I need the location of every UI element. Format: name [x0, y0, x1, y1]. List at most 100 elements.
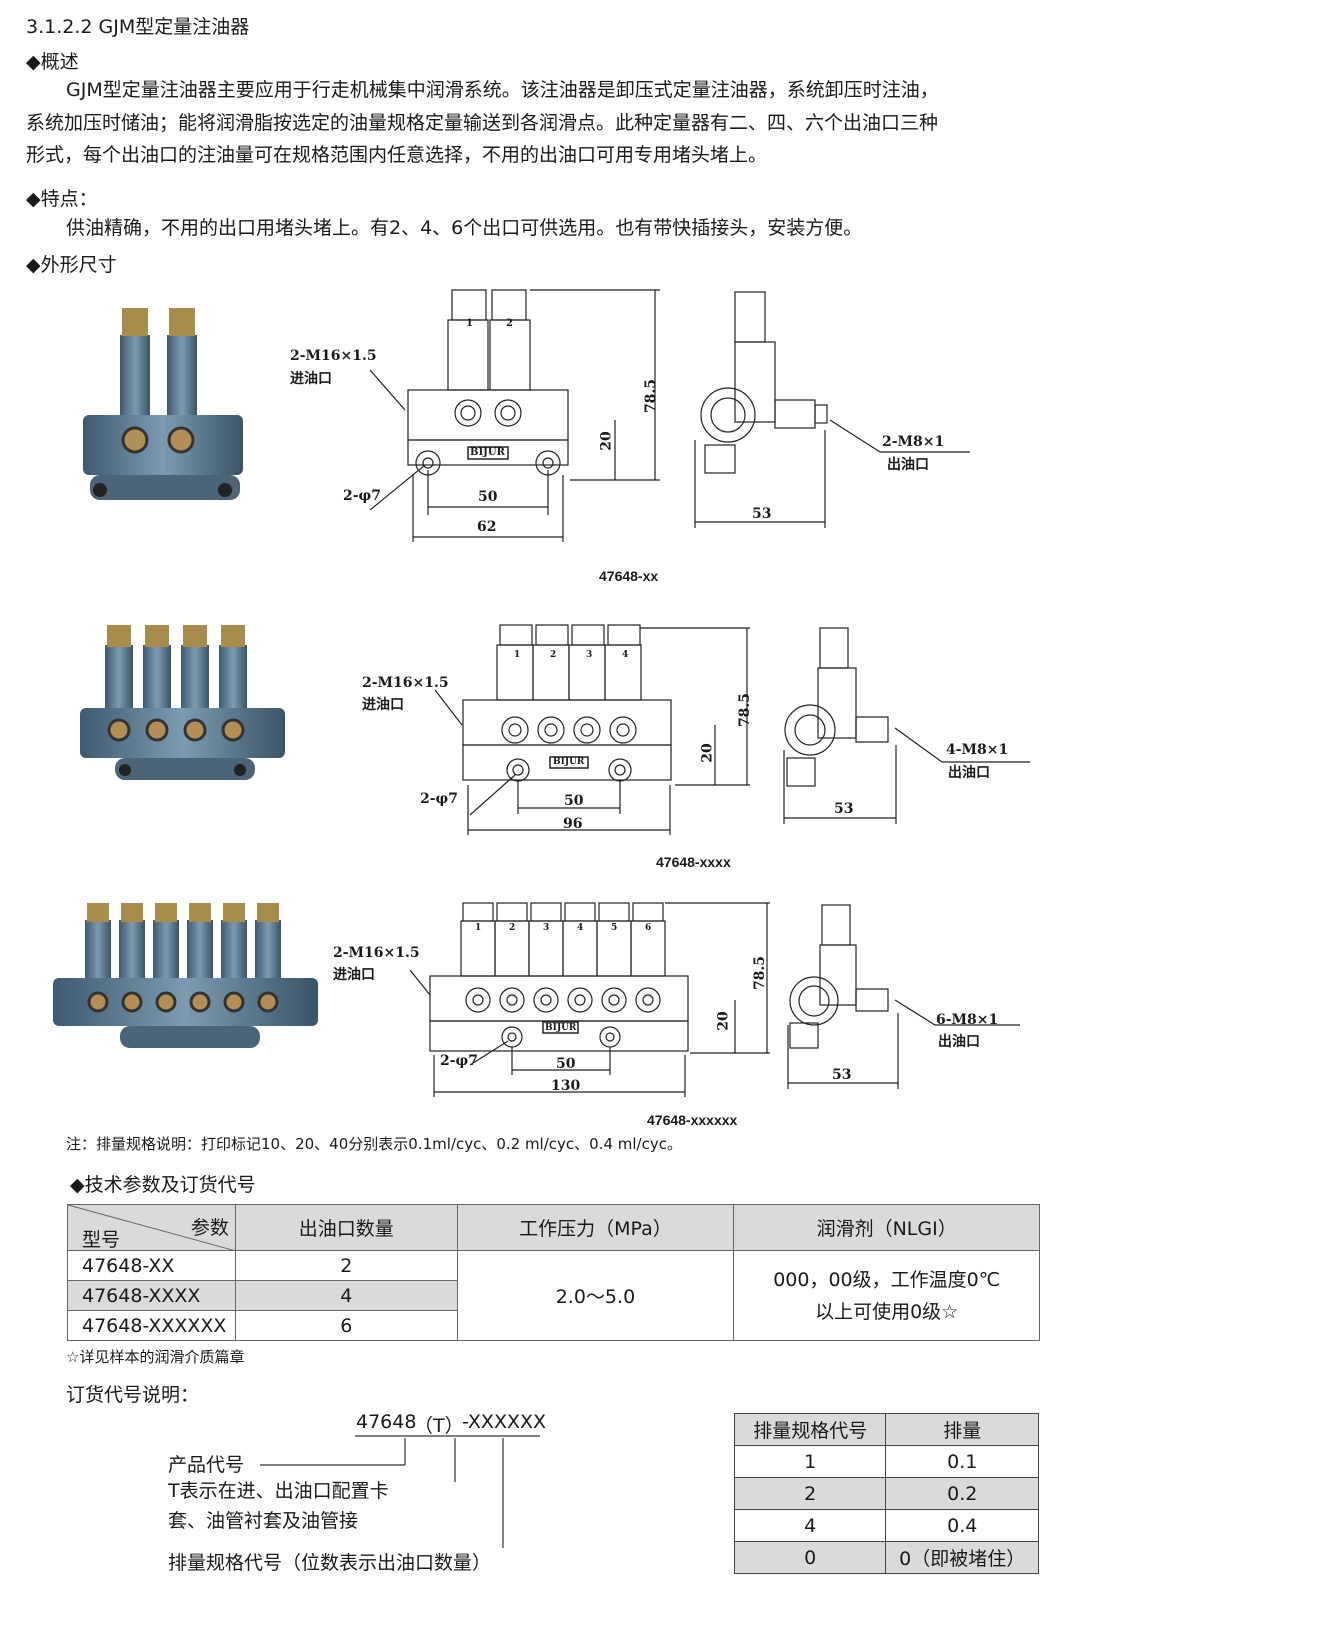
- order-label-code: 排量规格代号（位数表示出油口数量）: [168, 1552, 492, 1574]
- fig3-hole: 2-φ7: [440, 1053, 478, 1069]
- fig3-port-4: 4: [577, 923, 584, 933]
- fig1-d20: 20: [598, 431, 615, 451]
- fig1-d50: 50: [478, 489, 498, 505]
- features-heading: ◆特点：: [26, 188, 98, 210]
- fig2-port-2: 2: [550, 650, 557, 660]
- drawing-6-outlet: [409, 902, 1020, 1097]
- fig2-d20: 20: [699, 743, 716, 763]
- disp-value: 0.1: [885, 1445, 1039, 1478]
- fig1-brand: BIJUR: [470, 447, 505, 458]
- tech-footnote: ☆详见样本的润滑介质篇章: [66, 1348, 245, 1366]
- fig3-port-1: 1: [475, 923, 482, 933]
- order-code-leaders: [260, 1435, 540, 1548]
- disp-header-code: 排量规格代号: [733, 1413, 887, 1446]
- fig1-inlet: 2-M16×1.5: [290, 348, 377, 364]
- disp-value: 0.4: [885, 1509, 1039, 1542]
- fig2-model: 47648-xxxx: [656, 854, 731, 870]
- overview-line-3: 形式，每个出油口的注油量可在规格范围内任意选择，不用的出油口可用专用堵头堵上。: [26, 144, 768, 166]
- fig2-side: 53: [834, 801, 854, 817]
- displacement-note: 注：排量规格说明：打印标记10、20、40分别表示0.1ml/cyc、0.2 m…: [66, 1135, 682, 1153]
- order-label-t-2: 套、油管衬套及油管接: [168, 1510, 359, 1532]
- fig1-port-1: 1: [466, 318, 473, 329]
- fig2-inlet: 2-M16×1.5: [362, 675, 449, 691]
- fig3-d50: 50: [556, 1056, 576, 1072]
- fig2-outlet-label: 出油口: [948, 765, 990, 781]
- fig3-port-3: 3: [543, 923, 550, 933]
- order-code-a: 47648: [356, 1411, 417, 1433]
- col-outlets: 出油口数量: [234, 1204, 458, 1251]
- order-code-b: （T）: [414, 1415, 464, 1437]
- product-photo-2-outlet: [83, 308, 243, 500]
- fig3-inlet: 2-M16×1.5: [333, 945, 420, 961]
- spec-table: 参数 型号 出油口数量 工作压力（MPa） 润滑剂（NLGI） 47648-XX…: [67, 1204, 1040, 1341]
- fig2-port-3: 3: [586, 650, 593, 660]
- disp-code: 0: [733, 1541, 887, 1574]
- dimensions-heading: ◆外形尺寸: [26, 254, 117, 276]
- fig3-width: 130: [551, 1078, 581, 1094]
- row-outlets: 4: [234, 1280, 458, 1311]
- order-label-t-1: T表示在进、出油口配置卡: [168, 1480, 389, 1502]
- fig1-hole: 2-φ7: [343, 488, 381, 504]
- pressure-value: 2.0～5.0: [456, 1250, 735, 1341]
- fig1-outlet-label: 出油口: [887, 457, 929, 473]
- overview-heading: ◆概述: [26, 51, 79, 73]
- disp-code: 4: [733, 1509, 887, 1542]
- fig2-hole: 2-φ7: [420, 791, 458, 807]
- fig3-inlet-label: 进油口: [333, 967, 375, 983]
- fig1-height: 78.5: [643, 378, 660, 414]
- fig3-brand: BIJUR: [545, 1023, 577, 1033]
- row-model: 47648-XX: [67, 1250, 236, 1281]
- fig3-port-6: 6: [645, 923, 652, 933]
- fig3-port-2: 2: [509, 923, 516, 933]
- fig1-inlet-label: 进油口: [290, 371, 332, 387]
- lube-line-2: 以上可使用0级☆: [815, 1300, 959, 1323]
- fig1-port-2: 2: [506, 318, 513, 329]
- fig2-port-1: 1: [514, 650, 521, 660]
- product-photo-6-outlet: [53, 903, 318, 1048]
- tech-heading: ◆技术参数及订货代号: [70, 1174, 256, 1196]
- row-outlets: 6: [234, 1310, 458, 1341]
- fig1-model: 47648-xx: [599, 568, 659, 584]
- drawing-4-outlet: [434, 624, 1030, 835]
- header-corner-cell: 参数 型号: [67, 1204, 236, 1251]
- fig2-inlet-label: 进油口: [362, 697, 404, 713]
- fig3-outlet: 6-M8×1: [936, 1012, 999, 1028]
- fig3-outlet-label: 出油口: [938, 1034, 980, 1050]
- disp-value: 0（即被堵住）: [885, 1541, 1039, 1574]
- fig2-width: 96: [563, 816, 583, 832]
- overview-line-1: GJM型定量注油器主要应用于行走机械集中润滑系统。该注油器是卸压式定量注油器，系…: [66, 79, 939, 101]
- product-photo-4-outlet: [80, 625, 285, 780]
- fig2-outlet: 4-M8×1: [946, 742, 1009, 758]
- lube-value: 000，00级，工作温度0℃ 以上可使用0级☆: [733, 1250, 1040, 1341]
- fig1-width: 62: [477, 519, 497, 535]
- overview-line-2: 系统加压时储油；能将润滑脂按选定的油量规格定量输送到各润滑点。此种定量器有二、四…: [26, 112, 939, 134]
- lube-line-1: 000，00级，工作温度0℃: [773, 1268, 1001, 1291]
- fig3-port-5: 5: [611, 923, 618, 933]
- row-model: 47648-XXXX: [67, 1280, 236, 1311]
- header-param: 参数: [190, 1217, 229, 1239]
- col-lube: 润滑剂（NLGI）: [733, 1204, 1040, 1251]
- col-pressure: 工作压力（MPa）: [456, 1204, 735, 1251]
- section-title: 3.1.2.2 GJM型定量注油器: [26, 16, 250, 38]
- fig2-brand: BIJUR: [553, 757, 585, 767]
- fig2-d50: 50: [564, 793, 584, 809]
- fig3-side: 53: [832, 1067, 852, 1083]
- disp-value: 0.2: [885, 1477, 1039, 1510]
- fig3-d20: 20: [715, 1011, 732, 1031]
- row-outlets: 2: [234, 1250, 458, 1281]
- fig2-height: 78.5: [737, 692, 754, 728]
- order-code-c: -XXXXXX: [462, 1411, 547, 1433]
- fig3-height: 78.5: [752, 955, 769, 991]
- disp-header-value: 排量: [885, 1413, 1039, 1446]
- row-model: 47648-XXXXXX: [67, 1310, 236, 1341]
- fig2-port-4: 4: [622, 650, 629, 660]
- header-model: 型号: [82, 1229, 121, 1251]
- fig3-model: 47648-xxxxxx: [647, 1112, 738, 1128]
- fig1-side: 53: [752, 506, 772, 522]
- order-heading: 订货代号说明：: [66, 1384, 200, 1406]
- disp-code: 2: [733, 1477, 887, 1510]
- disp-code: 1: [733, 1445, 887, 1478]
- drawing-2-outlet: [369, 289, 970, 542]
- features-text: 供油精确，不用的出口用堵头堵上。有2、4、6个出口可供选用。也有带快插接头，安装…: [66, 217, 863, 239]
